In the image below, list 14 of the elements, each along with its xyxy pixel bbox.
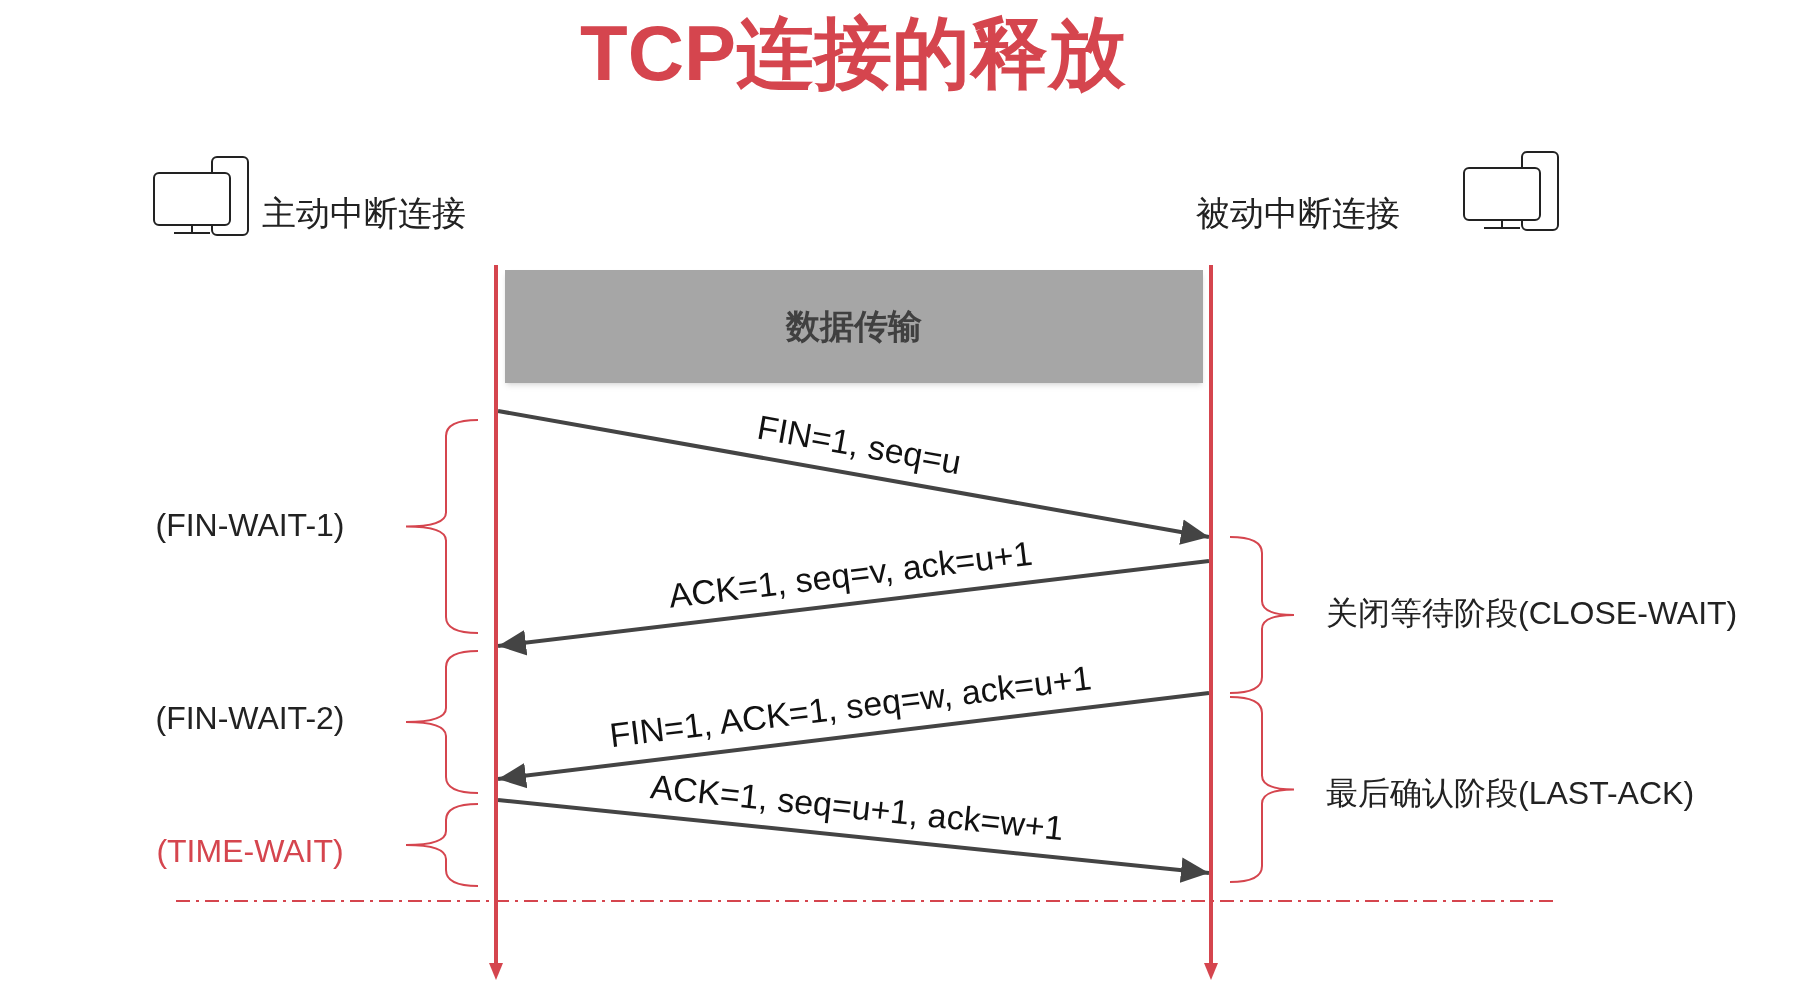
message-arrow <box>497 798 1210 883</box>
state-label: (FIN-WAIT-2) <box>154 702 346 734</box>
message-arrow <box>497 559 1210 656</box>
state-label: (TIME-WAIT) <box>155 835 345 867</box>
title: TCP连接的释放 <box>580 14 1126 92</box>
host-label: 被动中断连接 <box>1196 188 1446 238</box>
message-arrow <box>497 691 1210 789</box>
data-transfer-band <box>505 270 1203 383</box>
state-label: 关闭等待阶段(CLOSE-WAIT) <box>1326 597 1738 629</box>
message-arrow <box>497 409 1210 545</box>
state-label: (FIN-WAIT-1) <box>154 509 346 541</box>
state-label: 最后确认阶段(LAST-ACK) <box>1326 777 1695 809</box>
band-label: 数据传输 <box>786 306 922 347</box>
host-label: 主动中断连接 <box>262 188 512 238</box>
